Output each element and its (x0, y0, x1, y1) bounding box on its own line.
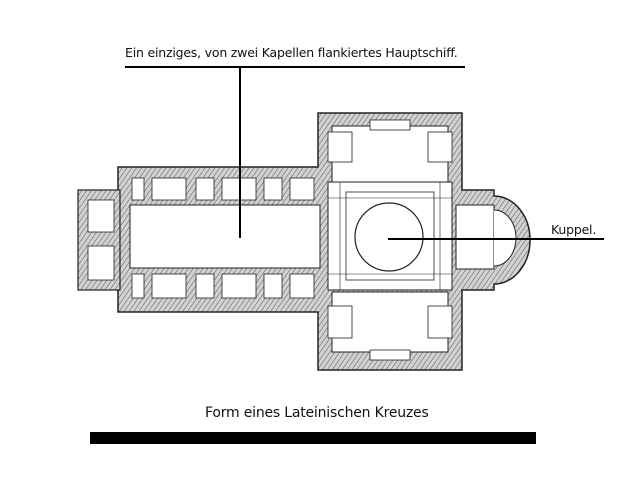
annotation-lines (90, 66, 604, 444)
form-underline-bar (90, 432, 536, 444)
nave-interior (129, 204, 321, 269)
choir (455, 204, 495, 270)
form-annotation: Form eines Lateinischen Kreuzes (205, 405, 429, 421)
dome-annotation: Kuppel. (551, 222, 597, 237)
south-chapels (131, 273, 315, 299)
nave-annotation: Ein einziges, von zwei Kapellen flankier… (125, 45, 458, 60)
dome-circle (354, 202, 424, 272)
church-walls (77, 112, 531, 371)
